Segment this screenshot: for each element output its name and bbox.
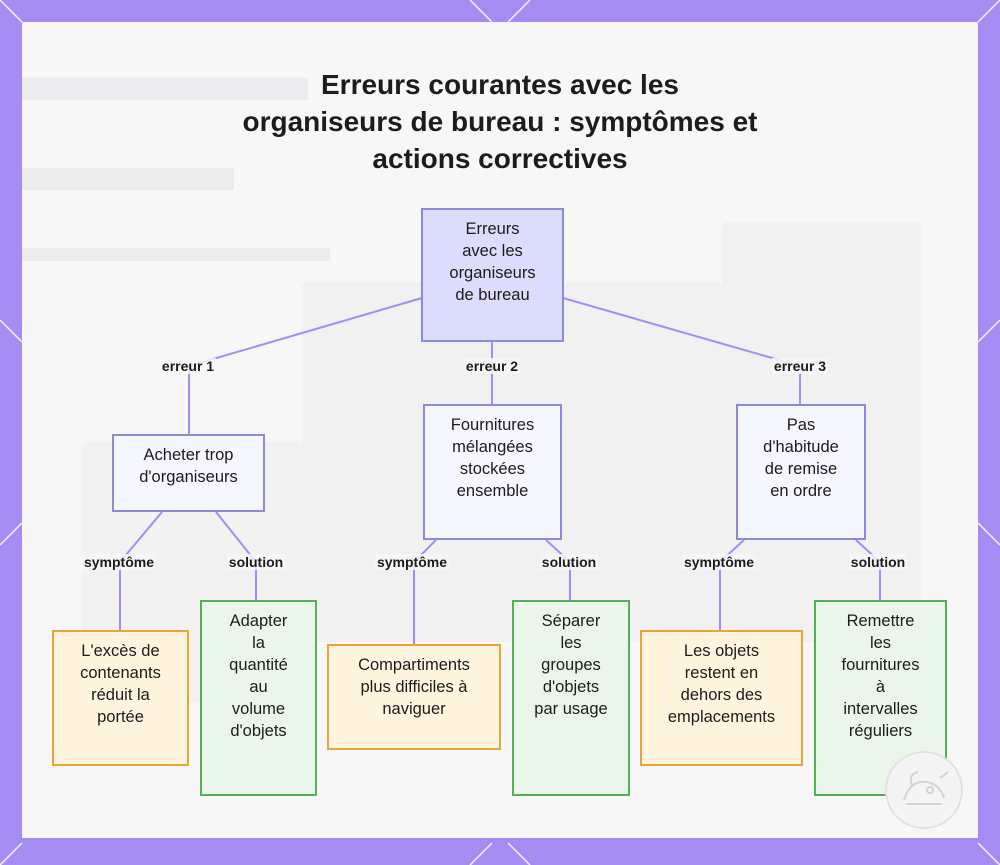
edge-label-error-3: erreur 3 [772, 358, 828, 374]
edge-root-error-1 [189, 298, 422, 434]
symptom-node-3: Les objets restent en dehors des emplace… [640, 630, 803, 766]
symptom-node-1: L'excès de contenants réduit la portée [52, 630, 189, 766]
mascot-logo-icon [882, 748, 966, 832]
edge-label-symptom-3: symptôme [682, 554, 756, 570]
edge-error-2-solution [546, 540, 570, 600]
edge-label-error-1: erreur 1 [160, 358, 216, 374]
edge-label-error-2: erreur 2 [464, 358, 520, 374]
solution-node-2: Séparer les groupes d'objets par usage [512, 600, 630, 796]
root-node: Erreurs avec les organiseurs de bureau [421, 208, 564, 342]
error-node-2: Fournitures mélangées stockées ensemble [423, 404, 562, 540]
symptom-node-2: Compartiments plus difficiles à naviguer [327, 644, 501, 750]
solution-node-1: Adapter la quantité au volume d'objets [200, 600, 317, 796]
edge-label-solution-1: solution [227, 554, 285, 570]
edge-label-symptom-1: symptôme [82, 554, 156, 570]
edge-label-symptom-2: symptôme [375, 554, 449, 570]
edge-root-error-3 [563, 298, 800, 404]
edge-error-1-symptom [120, 512, 162, 630]
error-node-3: Pas d'habitude de remise en ordre [736, 404, 866, 540]
edge-label-solution-3: solution [849, 554, 907, 570]
edge-label-solution-2: solution [540, 554, 598, 570]
error-node-1: Acheter trop d'organiseurs [112, 434, 265, 512]
edge-error-3-solution [856, 540, 880, 600]
